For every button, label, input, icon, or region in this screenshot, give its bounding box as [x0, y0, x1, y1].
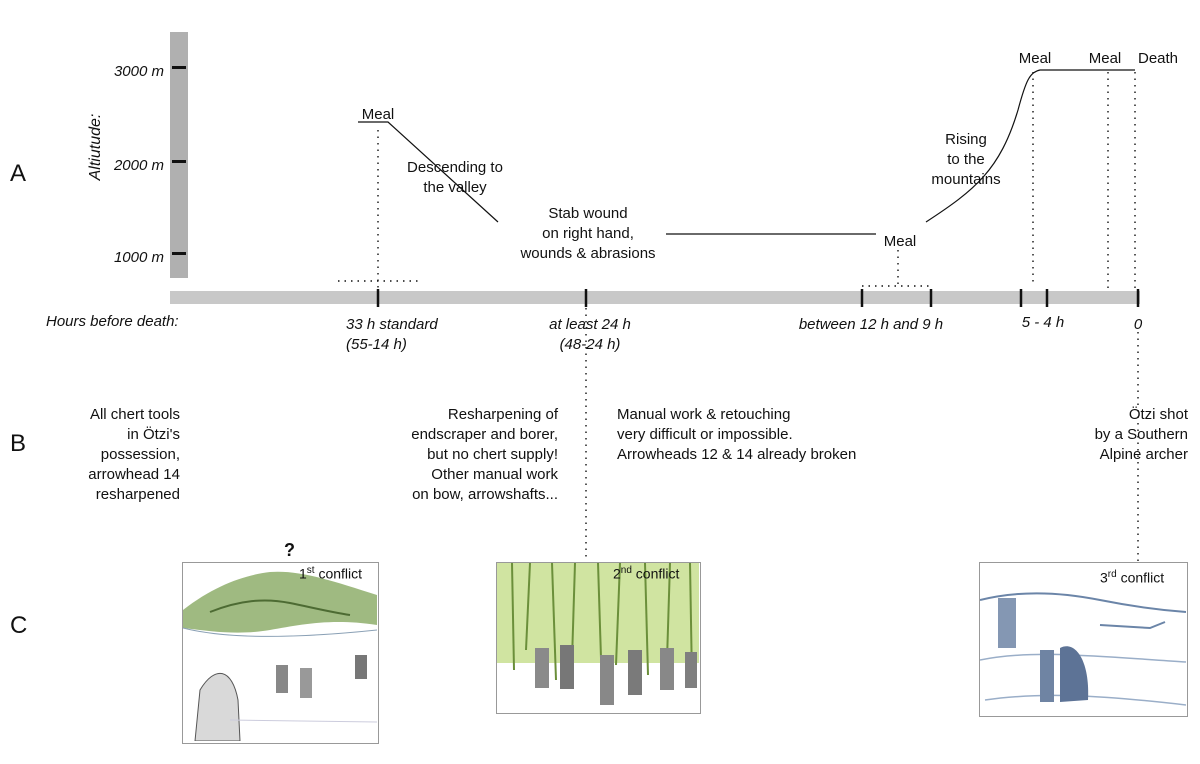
altitude-label-2000: 2000 m — [113, 157, 164, 174]
stab-wound-label: Stab wound on right hand, wounds & abras… — [520, 205, 656, 262]
altitude-label-1000: 1000 m — [113, 249, 164, 266]
row-b-shot-text: Ötzi shot by a Southern Alpine archer — [1094, 406, 1188, 463]
descending-label: Descending to the valley — [407, 159, 503, 196]
rise-line — [925, 69, 1135, 223]
tick-label-33h: 33 h standard (55-14 h) — [346, 316, 438, 353]
altitude-bar — [170, 32, 188, 278]
time-axis-ticks — [376, 289, 1140, 307]
panel-2-illustration — [497, 563, 699, 705]
row-b-manual-work-text: Manual work & retouching very difficult … — [617, 406, 857, 463]
row-b-tools-text: All chert tools in Ötzi's possession, ar… — [88, 406, 180, 503]
row-b-resharpening-text: Resharpening of endscraper and borer, bu… — [411, 406, 558, 503]
tick-label-12h-9h: between 12 h and 9 h — [798, 316, 944, 333]
tick-label-24h: at least 24 h (48-24 h) — [549, 316, 631, 353]
conflict-panel-2: 2nd conflict — [496, 562, 701, 714]
meal-label-1: Meal — [361, 106, 395, 123]
time-axis-title: Hours before death: — [46, 313, 179, 330]
row-label-b: B — [10, 430, 27, 457]
conflict-3-title: 3rd conflict — [1100, 569, 1165, 586]
altitude-tick-1000 — [172, 252, 186, 255]
conflict-panel-1: 1st conflict — [182, 562, 379, 744]
conflict-2-title: 2nd conflict — [613, 565, 680, 582]
time-axis-bar — [170, 291, 1140, 304]
rising-label: Rising to the mountains — [931, 131, 1001, 188]
altitude-title: Altiutude: — [87, 113, 104, 181]
panel-1-illustration — [183, 571, 377, 741]
row-label-c: C — [10, 612, 28, 639]
altitude-tick-3000 — [172, 66, 186, 69]
conflict-panel-3: 3rd conflict — [979, 562, 1188, 717]
panel-3-illustration — [980, 592, 1186, 706]
tick-label-0h: 0 — [1133, 316, 1143, 333]
altitude-tick-2000 — [172, 160, 186, 163]
altitude-label-3000: 3000 m — [113, 63, 164, 80]
altitude-path — [358, 69, 1135, 235]
death-label: Death — [1137, 50, 1179, 67]
question-mark: ? — [284, 540, 295, 560]
conflict-1-title: 1st conflict — [299, 565, 363, 582]
meal-label-3: Meal — [1018, 50, 1052, 67]
row-label-a: A — [10, 160, 27, 187]
descent-line — [358, 121, 499, 223]
meal-label-2: Meal — [883, 233, 917, 250]
dotted-guides — [338, 72, 1139, 562]
tick-label-5h-4h: 5 - 4 h — [1021, 314, 1065, 331]
meal-label-4: Meal — [1088, 50, 1122, 67]
